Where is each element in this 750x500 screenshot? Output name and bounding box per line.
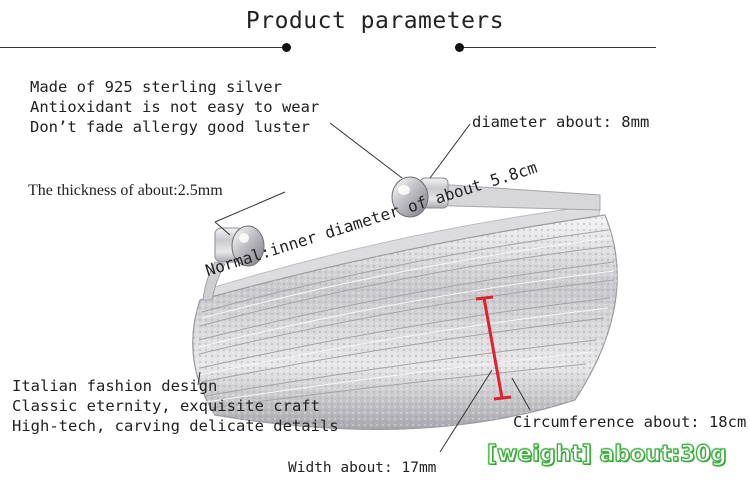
feature-item: Antioxidant is not easy to wear <box>30 98 320 116</box>
weight-label: [weight] about:30g <box>486 441 727 467</box>
divider-left <box>0 47 286 48</box>
diameter-label: diameter about: 8mm <box>472 113 650 131</box>
circumference-label: Circumference about: 18cm <box>513 413 747 431</box>
divider-right <box>462 47 656 48</box>
width-label: Width about: 17mm <box>288 460 437 476</box>
feature-item: Don’t fade allergy good luster <box>30 118 310 136</box>
divider-dot-left <box>282 43 291 52</box>
divider-dot-right <box>455 43 464 52</box>
page-title: Product parameters <box>245 8 505 34</box>
feature-item: Made of 925 sterling silver <box>30 78 282 96</box>
feature-list-bottom: Italian fashion design Classic eternity,… <box>12 376 339 436</box>
feature-item: Classic eternity, exquisite craft <box>12 397 320 415</box>
thickness-label: The thickness of about:2.5mm <box>28 182 223 199</box>
feature-list-top: Made of 925 sterling silver Antioxidant … <box>30 77 319 137</box>
feature-item: Italian fashion design <box>12 377 218 395</box>
feature-item: High-tech, carving delicate details <box>12 417 339 435</box>
